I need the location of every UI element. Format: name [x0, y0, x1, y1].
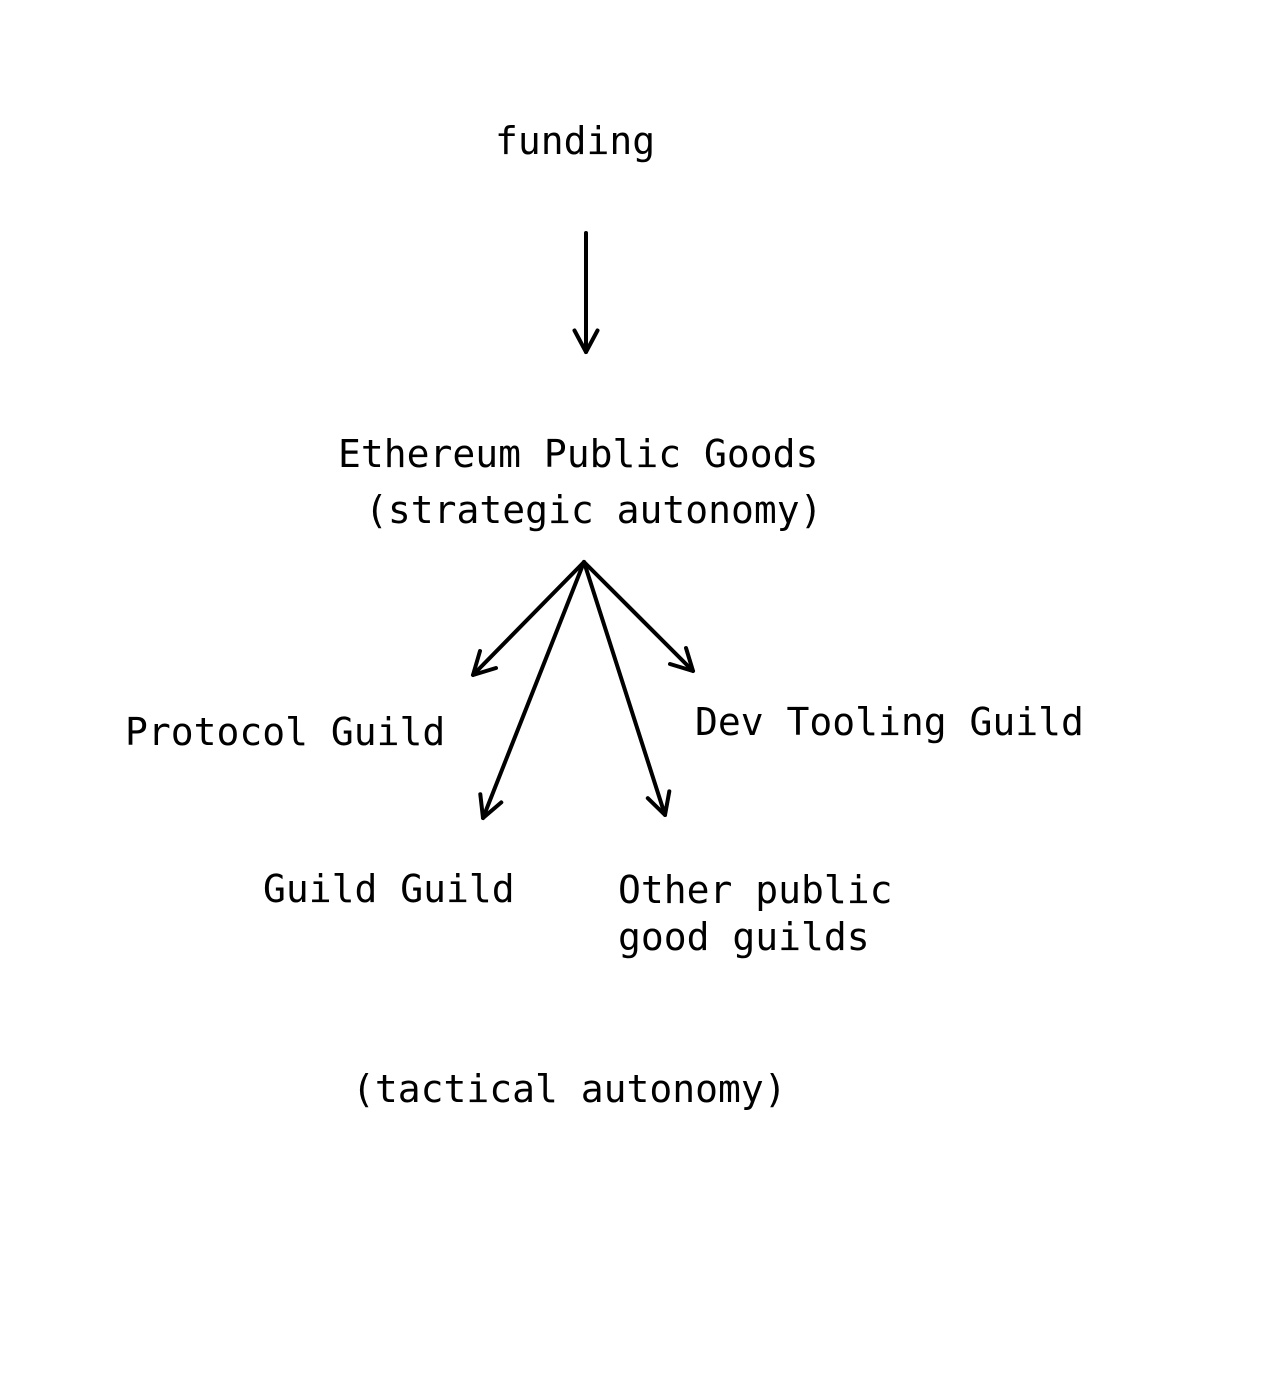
arrow-funding-to-ethereum-public-goods: [572, 231, 600, 354]
node-protocol-guild: Protocol Guild: [125, 710, 446, 754]
node-dev-tooling-guild: Dev Tooling Guild: [695, 700, 1084, 744]
node-ethereum-public-goods-title: Ethereum Public Goods: [338, 432, 819, 476]
node-ethereum-public-goods-subtitle: (strategic autonomy): [365, 488, 823, 532]
node-other-public-good-guilds: Other public good guilds: [618, 867, 893, 961]
arrow-epg-to-dev-tooling-guild: [582, 560, 695, 673]
node-other-public-good-guilds-line2: good guilds: [618, 915, 870, 959]
node-funding: funding: [495, 119, 656, 163]
node-tactical-autonomy: (tactical autonomy): [352, 1067, 787, 1111]
arrow-epg-to-protocol-guild: [471, 560, 586, 677]
node-other-public-good-guilds-line1: Other public: [618, 868, 893, 912]
arrow-epg-to-other-public-good-guilds: [582, 560, 672, 817]
arrow-epg-to-guild-guild: [478, 560, 586, 820]
node-guild-guild: Guild Guild: [263, 867, 515, 911]
